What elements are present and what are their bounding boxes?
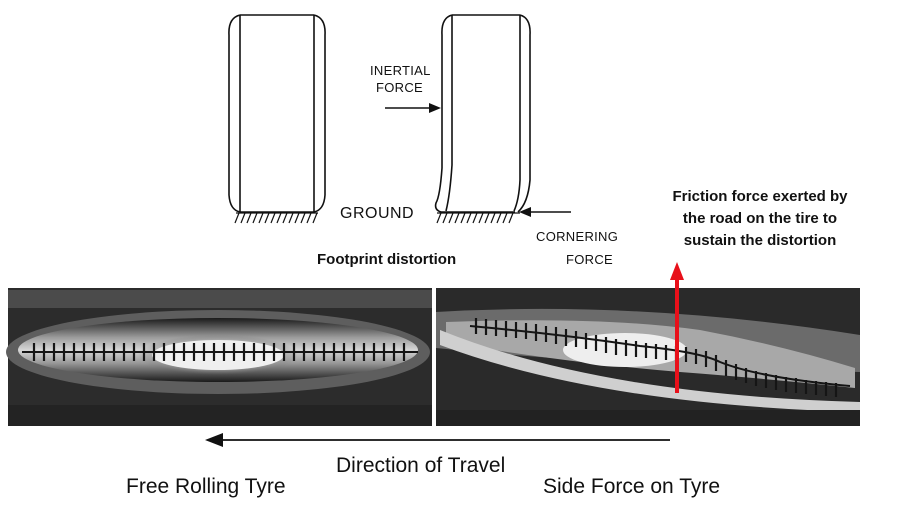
distorted-tyre [434, 14, 531, 213]
footprint-distortion-label: Footprint distortion [317, 251, 457, 268]
direction-of-travel-arrow [205, 433, 670, 447]
ground-hatch-left [234, 212, 318, 224]
side-force-tread-marks [474, 318, 838, 397]
upright-tyre [228, 14, 326, 213]
side-force-tyre-caption: Side Force on Tyre [543, 475, 721, 498]
cornering-force-arrow [519, 207, 571, 217]
free-rolling-footprint-photo [6, 288, 432, 426]
ground-hatch-right [436, 212, 520, 224]
inertial-force-label: INERTIAL FORCE [370, 63, 431, 95]
side-force-footprint-photo [436, 288, 860, 426]
ground-label: GROUND [340, 205, 415, 222]
friction-force-arrow [670, 262, 684, 393]
cornering-force-label: CORNERING FORCE [536, 229, 619, 267]
inertial-force-arrow [385, 103, 441, 113]
direction-of-travel-label: Direction of Travel [336, 454, 506, 477]
free-rolling-tyre-caption: Free Rolling Tyre [126, 475, 286, 498]
friction-force-note: Friction force exerted by the road on th… [672, 188, 848, 249]
free-rolling-tread-marks [32, 343, 406, 361]
